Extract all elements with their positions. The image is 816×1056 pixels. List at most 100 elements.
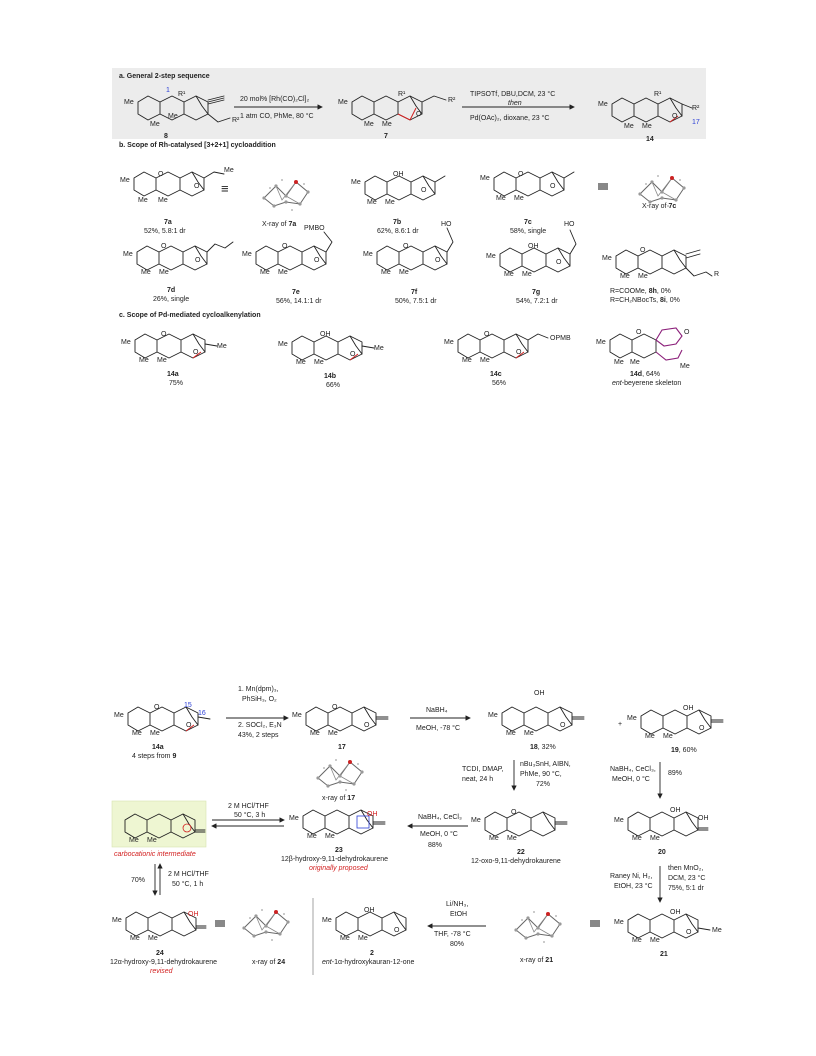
compound-7: Me Me Me R¹ R² O 7 [338,91,456,140]
svg-text:Me: Me [340,935,350,942]
svg-text:Me: Me [132,730,142,737]
svg-text:20: 20 [658,849,666,856]
svg-text:Me: Me [620,273,630,280]
svg-text:Me: Me [296,359,306,366]
svg-text:O: O [699,725,705,732]
svg-text:14d, 64%: 14d, 64% [630,371,660,378]
svg-text:Me: Me [224,167,234,174]
svg-text:Me: Me [158,197,168,204]
svg-text:43%, 2 steps: 43%, 2 steps [238,732,279,739]
svg-text:26%, single: 26%, single [153,296,189,303]
svg-text:Me: Me [292,712,302,719]
svg-text:OPMB: OPMB [550,335,571,342]
svg-text:Me: Me [627,715,637,722]
reaction-arrow-icon-23: NaBH₄, CeCl₃ MeOH, 0 °C 88% [407,814,468,849]
svg-text:TIPSOTf, DBU,DCM, 23 °C: TIPSOTf, DBU,DCM, 23 °C [470,90,555,98]
compound-7a: Me Me Me O O Me 7a 52%, 5.8:1 dr [120,167,234,235]
svg-text:R²: R² [448,97,456,104]
svg-text:2. SOCl₂, E₃N: 2. SOCl₂, E₃N [238,722,282,729]
svg-text:7f: 7f [411,289,418,296]
svg-text:OH: OH [320,331,331,338]
svg-text:66%: 66% [326,382,340,389]
svg-text:Me: Me [650,937,660,944]
svg-text:Me: Me [480,357,490,364]
svg-text:7a: 7a [164,219,172,226]
svg-text:80%: 80% [450,941,464,948]
svg-text:7d: 7d [167,287,175,294]
svg-text:O: O [350,351,356,358]
svg-text:89%: 89% [668,770,682,777]
step-to-20: NaBH₄, CeCl₃, MeOH, 0 °C 89% [610,762,682,799]
svg-text:O: O [672,113,678,120]
svg-text:Me: Me [630,359,640,366]
svg-text:Me: Me [524,730,534,737]
reaction-arrow-icon-s1: 1. Mn(dpm)₃, PhSiH₃, O₂ 2. SOCl₂, E₃N 43… [226,686,289,739]
svg-text:70%: 70% [131,877,145,884]
svg-text:ent-beyerene skeleton: ent-beyerene skeleton [612,380,681,387]
svg-text:4 steps from 9: 4 steps from 9 [132,753,176,760]
svg-text:14a: 14a [152,744,164,751]
svg-text:Me: Me [124,99,134,106]
svg-text:18, 32%: 18, 32% [530,744,556,751]
svg-text:8: 8 [164,133,168,140]
svg-text:OH: OH [393,171,404,178]
svg-text:R: R [714,271,719,278]
svg-text:R=COOMe, 8h, 0%: R=COOMe, 8h, 0% [610,288,671,295]
svg-text:Me: Me [374,345,384,352]
svg-text:PMBO: PMBO [304,225,325,232]
equilibrium-arrow-icon: 2 M HCl/THF 50 °C, 3 h [211,803,285,829]
svg-text:O: O [154,704,160,711]
svg-text:22: 22 [517,849,525,856]
svg-text:62%, 8.6:1 dr: 62%, 8.6:1 dr [377,228,419,235]
svg-text:Me: Me [381,269,391,276]
svg-text:Me: Me [314,359,324,366]
svg-text:Me: Me [488,712,498,719]
svg-text:Me: Me [624,123,634,130]
reaction-arrow-icon-s2: NaBH₄ MeOH, -78 °C [410,707,471,732]
svg-text:Li/NH₃,: Li/NH₃, [446,901,468,908]
svg-text:O: O [364,722,370,729]
svg-text:O: O [161,331,167,338]
svg-text:Me: Me [514,195,524,202]
svg-text:Me: Me [614,359,624,366]
svg-text:O: O [636,329,642,336]
svg-text:Me: Me [364,121,374,128]
svg-text:16: 16 [198,710,206,717]
svg-text:1: 1 [166,87,170,94]
svg-text:23: 23 [335,847,343,854]
crystal-structure-24: x-ray of 24 [241,908,291,966]
carbocation-label: carbocationic intermediate [114,851,196,858]
svg-text:7b: 7b [393,219,401,226]
equals-sign-icon-4 [590,920,600,927]
carbocation-structure: Me Me [124,813,206,844]
compound-18: Me Me Me OH O 18, 32% [488,690,585,751]
svg-text:O: O [550,183,556,190]
step-to-21: Raney Ni, H₂, EtOH, 23 °C then MnO₂, DCM… [610,865,705,903]
svg-text:TCDI, DMAP,: TCDI, DMAP, [462,766,504,773]
compound-24: Me Me Me OH 24 12α-hydroxy-9,11-dehydrok… [110,911,217,975]
section-a-title: a. General 2-step sequence [119,73,210,80]
svg-text:7g: 7g [532,289,540,296]
svg-text:O: O [516,349,522,356]
svg-text:2 M HCl/THF: 2 M HCl/THF [228,803,269,810]
svg-text:Me: Me [289,815,299,822]
svg-text:Me: Me [123,251,133,258]
svg-text:Me: Me [444,339,454,346]
svg-text:x-ray of 17: x-ray of 17 [322,795,355,802]
svg-text:O: O [556,259,562,266]
compound-14a: Me Me Me O O Me 14a 75% [121,331,227,387]
reaction-arrow-icon-2: TIPSOTf, DBU,DCM, 23 °C then Pd(OAc)₂, d… [462,90,575,122]
svg-text:PhMe, 90 °C,: PhMe, 90 °C, [520,770,562,778]
svg-text:50 °C, 1 h: 50 °C, 1 h [172,880,203,888]
svg-text:O: O [158,171,164,178]
svg-text:NaBH₄: NaBH₄ [426,707,448,714]
plus-sign: + [618,721,622,728]
svg-text:O: O [416,111,422,118]
svg-text:Me: Me [471,817,481,824]
svg-text:O: O [161,243,167,250]
svg-text:HO: HO [441,221,452,228]
svg-text:52%, 5.8:1 dr: 52%, 5.8:1 dr [144,228,186,235]
svg-text:THF, -78 °C: THF, -78 °C [434,930,471,938]
svg-text:O: O [403,243,409,250]
svg-text:O: O [193,349,199,356]
